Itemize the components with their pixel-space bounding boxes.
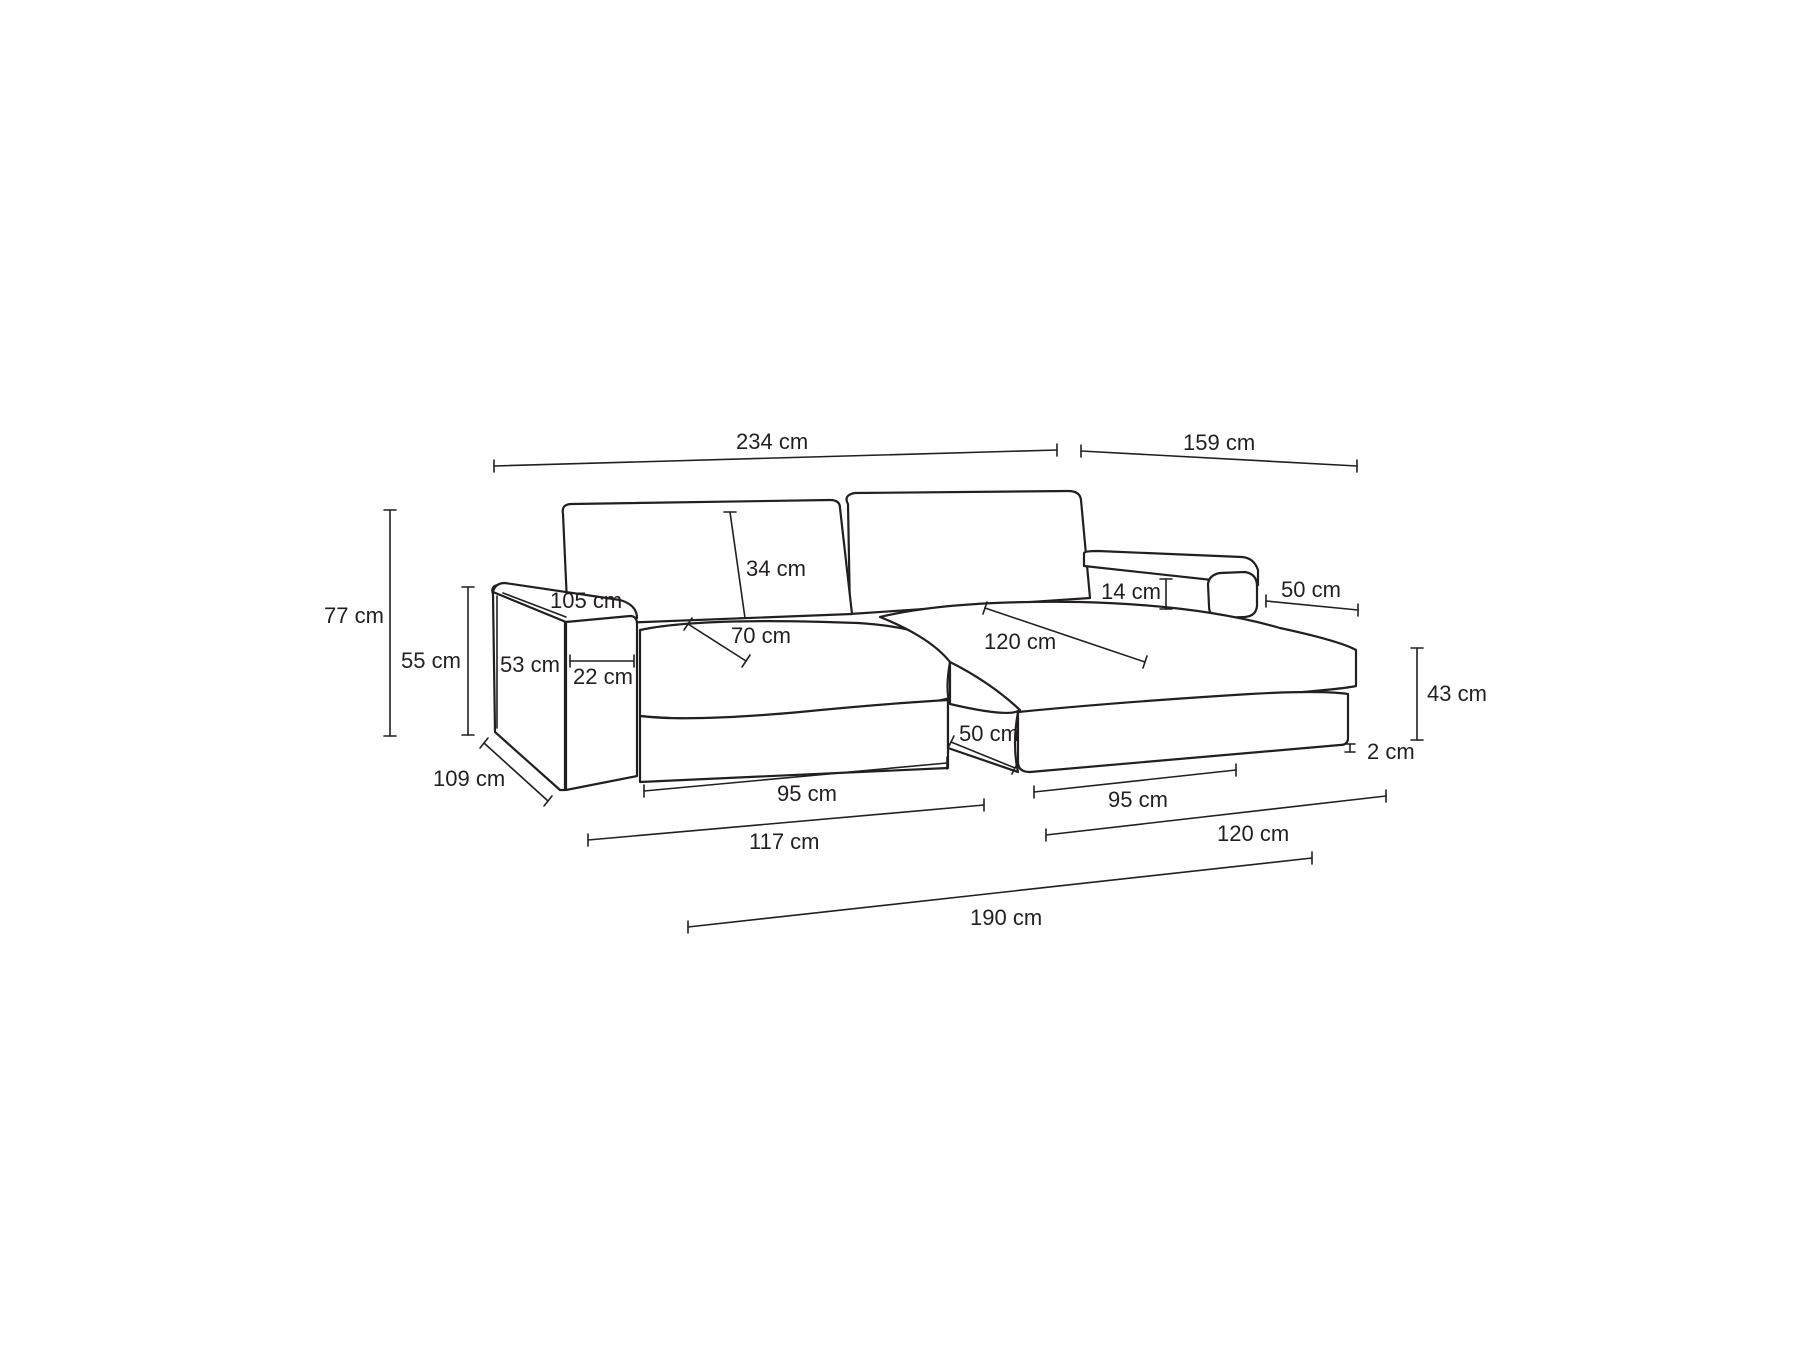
dim-tick — [1011, 761, 1019, 775]
dim-tick — [683, 617, 693, 631]
dim-line-seat-depth-chaise — [984, 607, 1146, 663]
label-left-section-width: 117 cm — [749, 829, 820, 854]
dim-line-chaise-width — [1080, 450, 1358, 467]
dim-line-overall-width — [493, 449, 1058, 467]
dim-tick — [1142, 655, 1148, 669]
base-chaise — [1016, 690, 1350, 774]
dim-line-back-armrest-width — [1265, 600, 1359, 611]
base-left — [638, 698, 950, 784]
label-armrest-length: 105 cm — [550, 588, 622, 613]
dim-line-chaise-gap — [950, 741, 1016, 769]
label-armrest-height: 55 cm — [401, 648, 461, 673]
dim-line-front-width — [687, 857, 1313, 928]
label-seat-width-right: 95 cm — [1108, 787, 1168, 812]
back-armrest-right-end — [1206, 570, 1259, 620]
label-total-height: 77 cm — [324, 603, 384, 628]
dim-line-left-section — [587, 804, 985, 841]
label-chaise-width: 159 cm — [1183, 430, 1255, 455]
armrest-left-front — [564, 614, 639, 792]
sofa-outline — [491, 489, 1358, 792]
label-back-armrest-height: 14 cm — [1101, 579, 1161, 604]
dim-line-right-section — [1045, 795, 1387, 836]
label-seat-depth-left: 70 cm — [731, 623, 791, 648]
dim-line-armrest-length — [502, 592, 567, 618]
dim-line-side-depth — [483, 742, 549, 802]
dimension-labels: 234 cm 159 cm 77 cm 55 cm 53 cm 105 cm 2… — [324, 429, 1487, 930]
dim-tick — [741, 654, 751, 668]
label-side-depth: 109 cm — [433, 766, 505, 791]
label-overall-width: 234 cm — [736, 429, 808, 454]
label-armrest-inner-height: 53 cm — [500, 652, 560, 677]
label-back-armrest-width: 50 cm — [1281, 577, 1341, 602]
label-seat-depth-chaise: 120 cm — [984, 629, 1056, 654]
back-cushion-right — [845, 489, 1092, 616]
back-cushion-left — [561, 498, 854, 627]
armrest-left-top — [491, 581, 639, 624]
dim-line-seat-depth-left — [687, 623, 747, 662]
label-armrest-width: 22 cm — [573, 664, 633, 689]
dim-tick — [543, 795, 553, 807]
label-seat-width-left: 95 cm — [777, 781, 837, 806]
label-right-section-width: 120 cm — [1217, 821, 1289, 846]
dimension-lines — [383, 443, 1424, 934]
label-backrest-height: 34 cm — [746, 556, 806, 581]
label-seat-height: 43 cm — [1427, 681, 1487, 706]
dim-line-backrest-height — [729, 511, 746, 619]
chaise-cushion-side — [948, 660, 1022, 714]
dim-tick — [982, 601, 988, 615]
dim-tick — [479, 737, 489, 749]
dim-line-seat-width-right — [1033, 769, 1237, 793]
dim-tick — [947, 735, 955, 749]
dim-line-seat-width-left — [643, 762, 948, 792]
label-chaise-inner-gap: 50 cm — [959, 721, 1019, 746]
label-front-width: 190 cm — [970, 905, 1042, 930]
label-leg-height: 2 cm — [1367, 739, 1415, 764]
